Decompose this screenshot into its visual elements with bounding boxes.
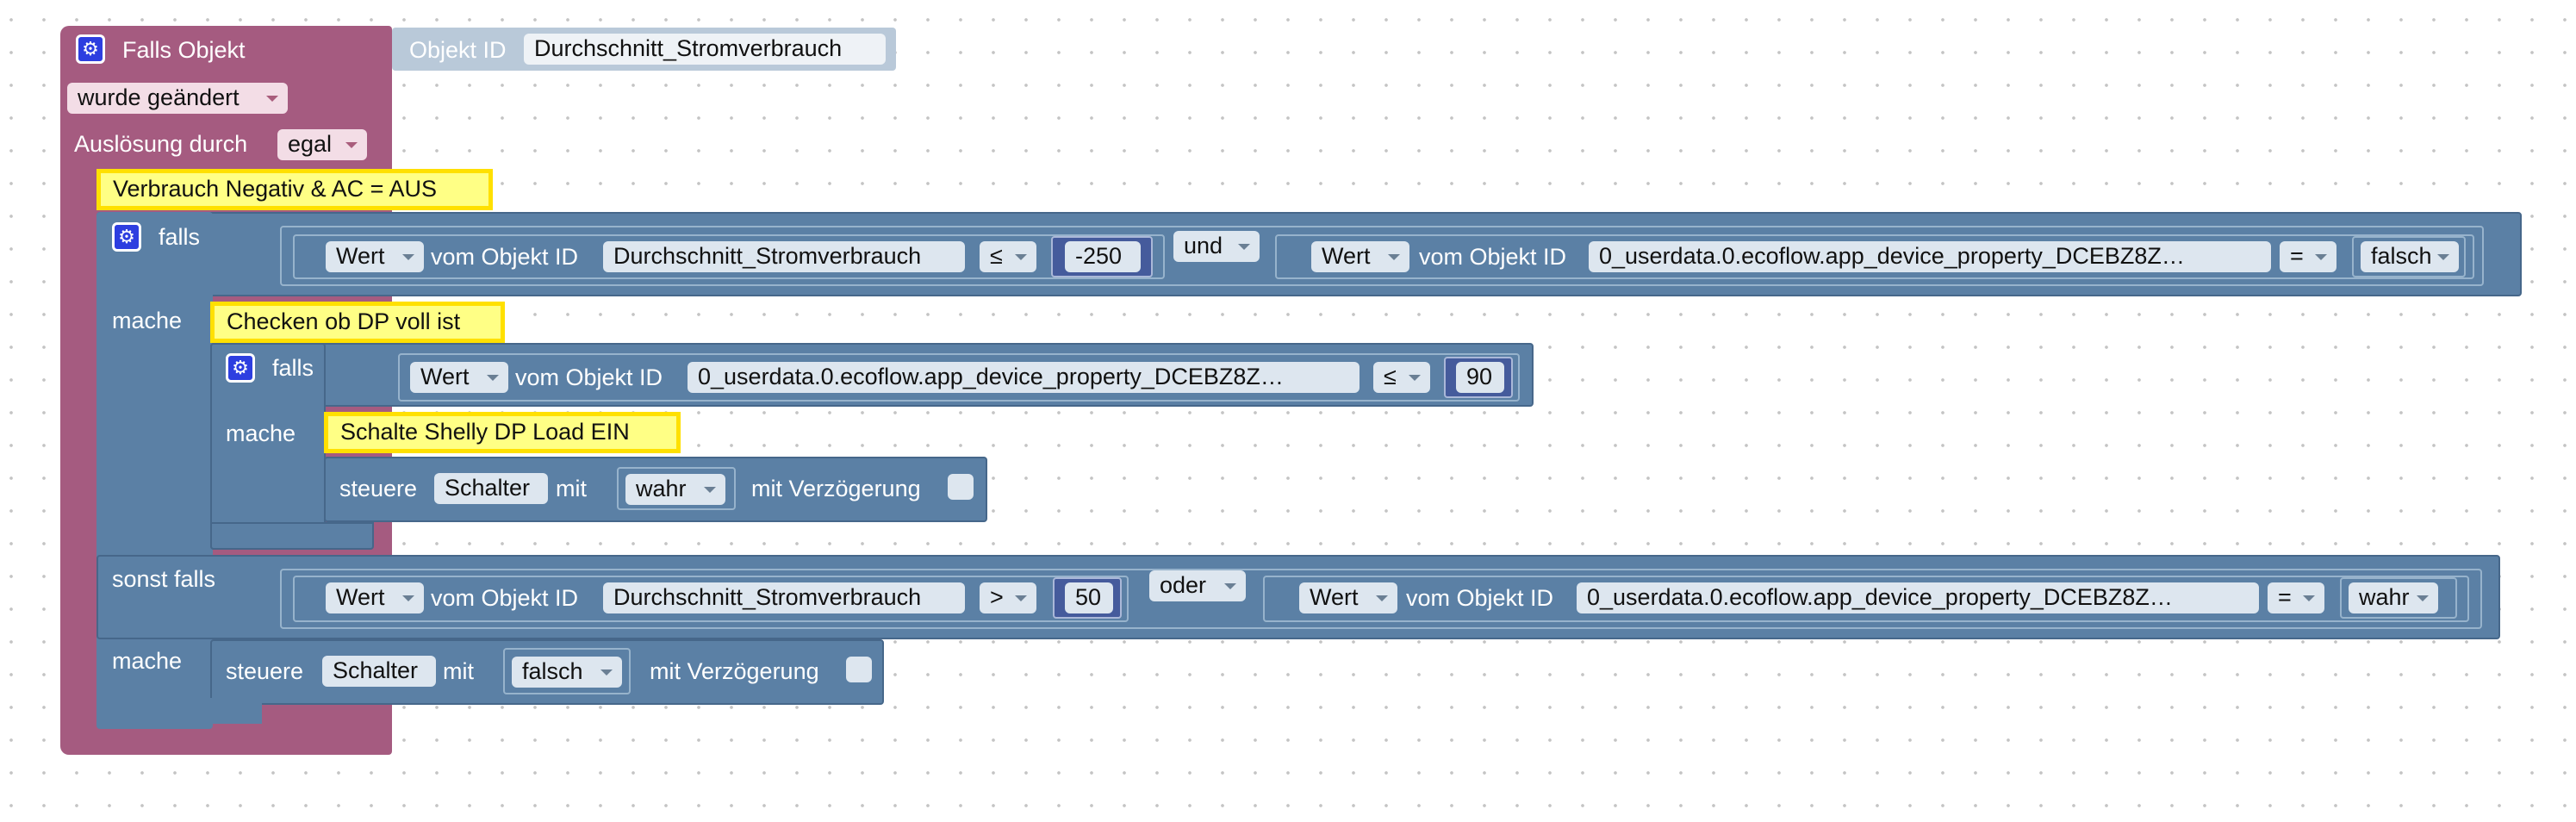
- falls-label: falls: [159, 224, 201, 250]
- object-id-field[interactable]: 0_userdata.0.ecoflow.app_device_property…: [688, 362, 1360, 393]
- number-value[interactable]: 50: [1065, 582, 1113, 613]
- if-block-spine: [96, 212, 213, 729]
- condition-1-left[interactable]: [293, 234, 1165, 279]
- delay-label: mit Verzögerung: [751, 476, 921, 501]
- condition-1-right[interactable]: [1275, 234, 2474, 279]
- gear-icon[interactable]: ⚙: [76, 34, 105, 64]
- trigger-title: Falls Objekt: [122, 37, 246, 63]
- comment-check[interactable]: Checken ob DP voll ist: [210, 302, 505, 343]
- boolean-dropdown[interactable]: wahr: [2349, 582, 2438, 613]
- delay-label: mit Verzögerung: [650, 658, 819, 684]
- object-id-field[interactable]: 0_userdata.0.ecoflow.app_device_property…: [1589, 241, 2271, 272]
- trigger-by-dropdown[interactable]: egal: [277, 129, 367, 160]
- value-mode-dropdown[interactable]: Wert: [326, 582, 424, 613]
- value-mode-dropdown[interactable]: Wert: [326, 241, 424, 272]
- object-id-field[interactable]: Durchschnitt_Stromverbrauch: [603, 241, 965, 272]
- mache-label-2: mache: [112, 648, 183, 674]
- object-id-label: vom Objekt ID: [431, 585, 579, 611]
- value-mode-dropdown[interactable]: Wert: [1311, 241, 1409, 272]
- value-mode-dropdown[interactable]: Wert: [410, 362, 508, 393]
- comparison-operator[interactable]: >: [980, 582, 1036, 613]
- number-value[interactable]: -250: [1065, 241, 1141, 272]
- logic-operator[interactable]: oder: [1149, 570, 1246, 601]
- else-foot: [210, 698, 262, 724]
- event-dropdown[interactable]: wurde geändert: [67, 83, 288, 114]
- comparison-operator[interactable]: ≤: [980, 241, 1036, 272]
- object-id-label: Objekt ID: [409, 37, 507, 63]
- control-target[interactable]: Schalter: [434, 473, 548, 504]
- delay-checkbox[interactable]: [948, 474, 974, 500]
- value-mode-dropdown[interactable]: Wert: [1299, 582, 1397, 613]
- condition-2[interactable]: [280, 569, 2482, 629]
- comparison-operator[interactable]: =: [2268, 582, 2324, 613]
- condition-2-left[interactable]: [293, 576, 1129, 622]
- object-id-label: vom Objekt ID: [1406, 585, 1554, 611]
- object-id-label: vom Objekt ID: [515, 364, 663, 390]
- number-value[interactable]: 90: [1456, 362, 1504, 393]
- control-verb: steuere: [226, 658, 304, 684]
- mache-label: mache: [112, 308, 183, 333]
- condition-2-right[interactable]: [1263, 576, 2469, 622]
- control-target[interactable]: Schalter: [322, 656, 436, 687]
- object-id-label: vom Objekt ID: [1419, 244, 1567, 270]
- trigger-by-label: Auslösung durch: [74, 131, 248, 157]
- sonst-falls-label: sonst falls: [112, 566, 216, 592]
- object-id-value[interactable]: Durchschnitt_Stromverbrauch: [524, 34, 886, 65]
- control-mit: mit: [443, 658, 474, 684]
- boolean-dropdown[interactable]: falsch: [512, 657, 622, 688]
- boolean-dropdown[interactable]: falsch: [2361, 241, 2459, 272]
- inner-falls-label: falls: [272, 355, 314, 381]
- boolean-socket: [617, 467, 736, 510]
- inner-mache-label: mache: [226, 420, 296, 446]
- comparison-operator[interactable]: ≤: [1373, 362, 1430, 393]
- object-id-field[interactable]: Durchschnitt_Stromverbrauch: [603, 582, 965, 613]
- control-verb: steuere: [339, 476, 418, 501]
- comment-main[interactable]: Verbrauch Negativ & AC = AUS: [96, 169, 493, 210]
- condition-1[interactable]: [280, 226, 2484, 286]
- boolean-socket: [2352, 236, 2466, 277]
- control-mit: mit: [556, 476, 587, 501]
- gear-icon[interactable]: ⚙: [112, 222, 141, 252]
- comment-shelly[interactable]: Schalte Shelly DP Load EIN: [324, 412, 681, 453]
- comparison-operator[interactable]: =: [2280, 241, 2336, 272]
- boolean-socket: [2340, 577, 2457, 619]
- logic-operator[interactable]: und: [1173, 231, 1260, 262]
- object-id-label: vom Objekt ID: [431, 244, 579, 270]
- delay-checkbox[interactable]: [846, 657, 872, 682]
- boolean-socket: [503, 648, 631, 694]
- boolean-dropdown[interactable]: wahr: [625, 474, 725, 505]
- inner-if-foot: [210, 522, 374, 550]
- inner-condition[interactable]: [398, 353, 1520, 402]
- gear-icon[interactable]: ⚙: [226, 353, 255, 383]
- object-id-field[interactable]: 0_userdata.0.ecoflow.app_device_property…: [1577, 582, 2259, 613]
